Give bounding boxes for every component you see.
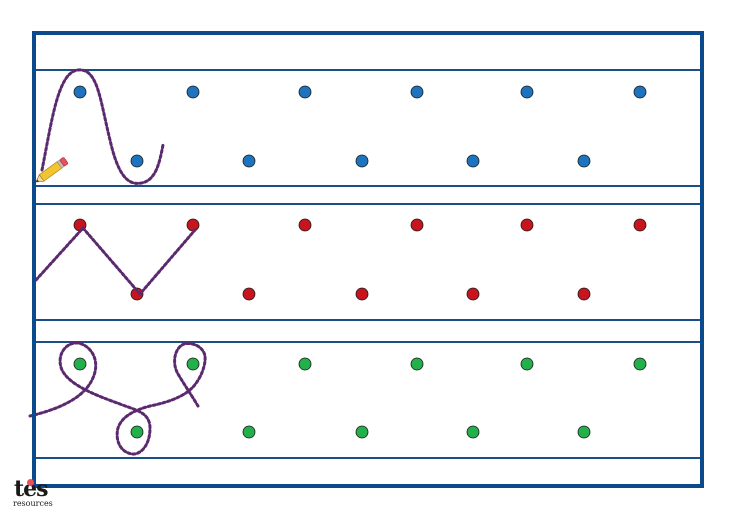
tracing-dot [520, 85, 534, 99]
tracing-dot [186, 218, 200, 232]
tracing-dot [355, 425, 369, 439]
tracing-dot [466, 287, 480, 301]
logo-wordmark: tes [14, 476, 49, 502]
tracing-dot [355, 154, 369, 168]
tracing-dot [633, 218, 647, 232]
tracing-dot [410, 357, 424, 371]
tes-resources-logo: tes resources [12, 478, 72, 512]
tracing-dot [633, 357, 647, 371]
tracing-dot [410, 85, 424, 99]
tracing-dot [242, 425, 256, 439]
tracing-dot [298, 85, 312, 99]
trace-path [34, 225, 197, 297]
pencil-icon [35, 157, 68, 183]
tracing-dot [130, 287, 144, 301]
ruled-lines [36, 69, 700, 459]
trace-path [40, 68, 165, 185]
tracing-dot [410, 218, 424, 232]
worksheet-frame [32, 31, 704, 488]
tracing-dot [298, 357, 312, 371]
tracing-paths [28, 68, 207, 456]
tracing-dot [242, 154, 256, 168]
tracing-dot [73, 85, 87, 99]
tracing-dot [130, 425, 144, 439]
tracing-dot [577, 287, 591, 301]
tracing-dot [186, 85, 200, 99]
tracing-dot [633, 85, 647, 99]
tracing-dot [520, 218, 534, 232]
trace-path [28, 341, 207, 456]
logo-subtitle: resources [13, 499, 53, 508]
tracing-dot [520, 357, 534, 371]
tracing-dot [577, 154, 591, 168]
tracing-dot [73, 357, 87, 371]
tracing-dots [73, 85, 647, 439]
tracing-dot [242, 287, 256, 301]
tracing-dot [355, 287, 369, 301]
tracing-dot [298, 218, 312, 232]
tracing-dot [466, 154, 480, 168]
tracing-dot [130, 154, 144, 168]
tracing-dot [577, 425, 591, 439]
tracing-dot [186, 357, 200, 371]
tracing-dot [466, 425, 480, 439]
logo-dot [27, 479, 34, 486]
